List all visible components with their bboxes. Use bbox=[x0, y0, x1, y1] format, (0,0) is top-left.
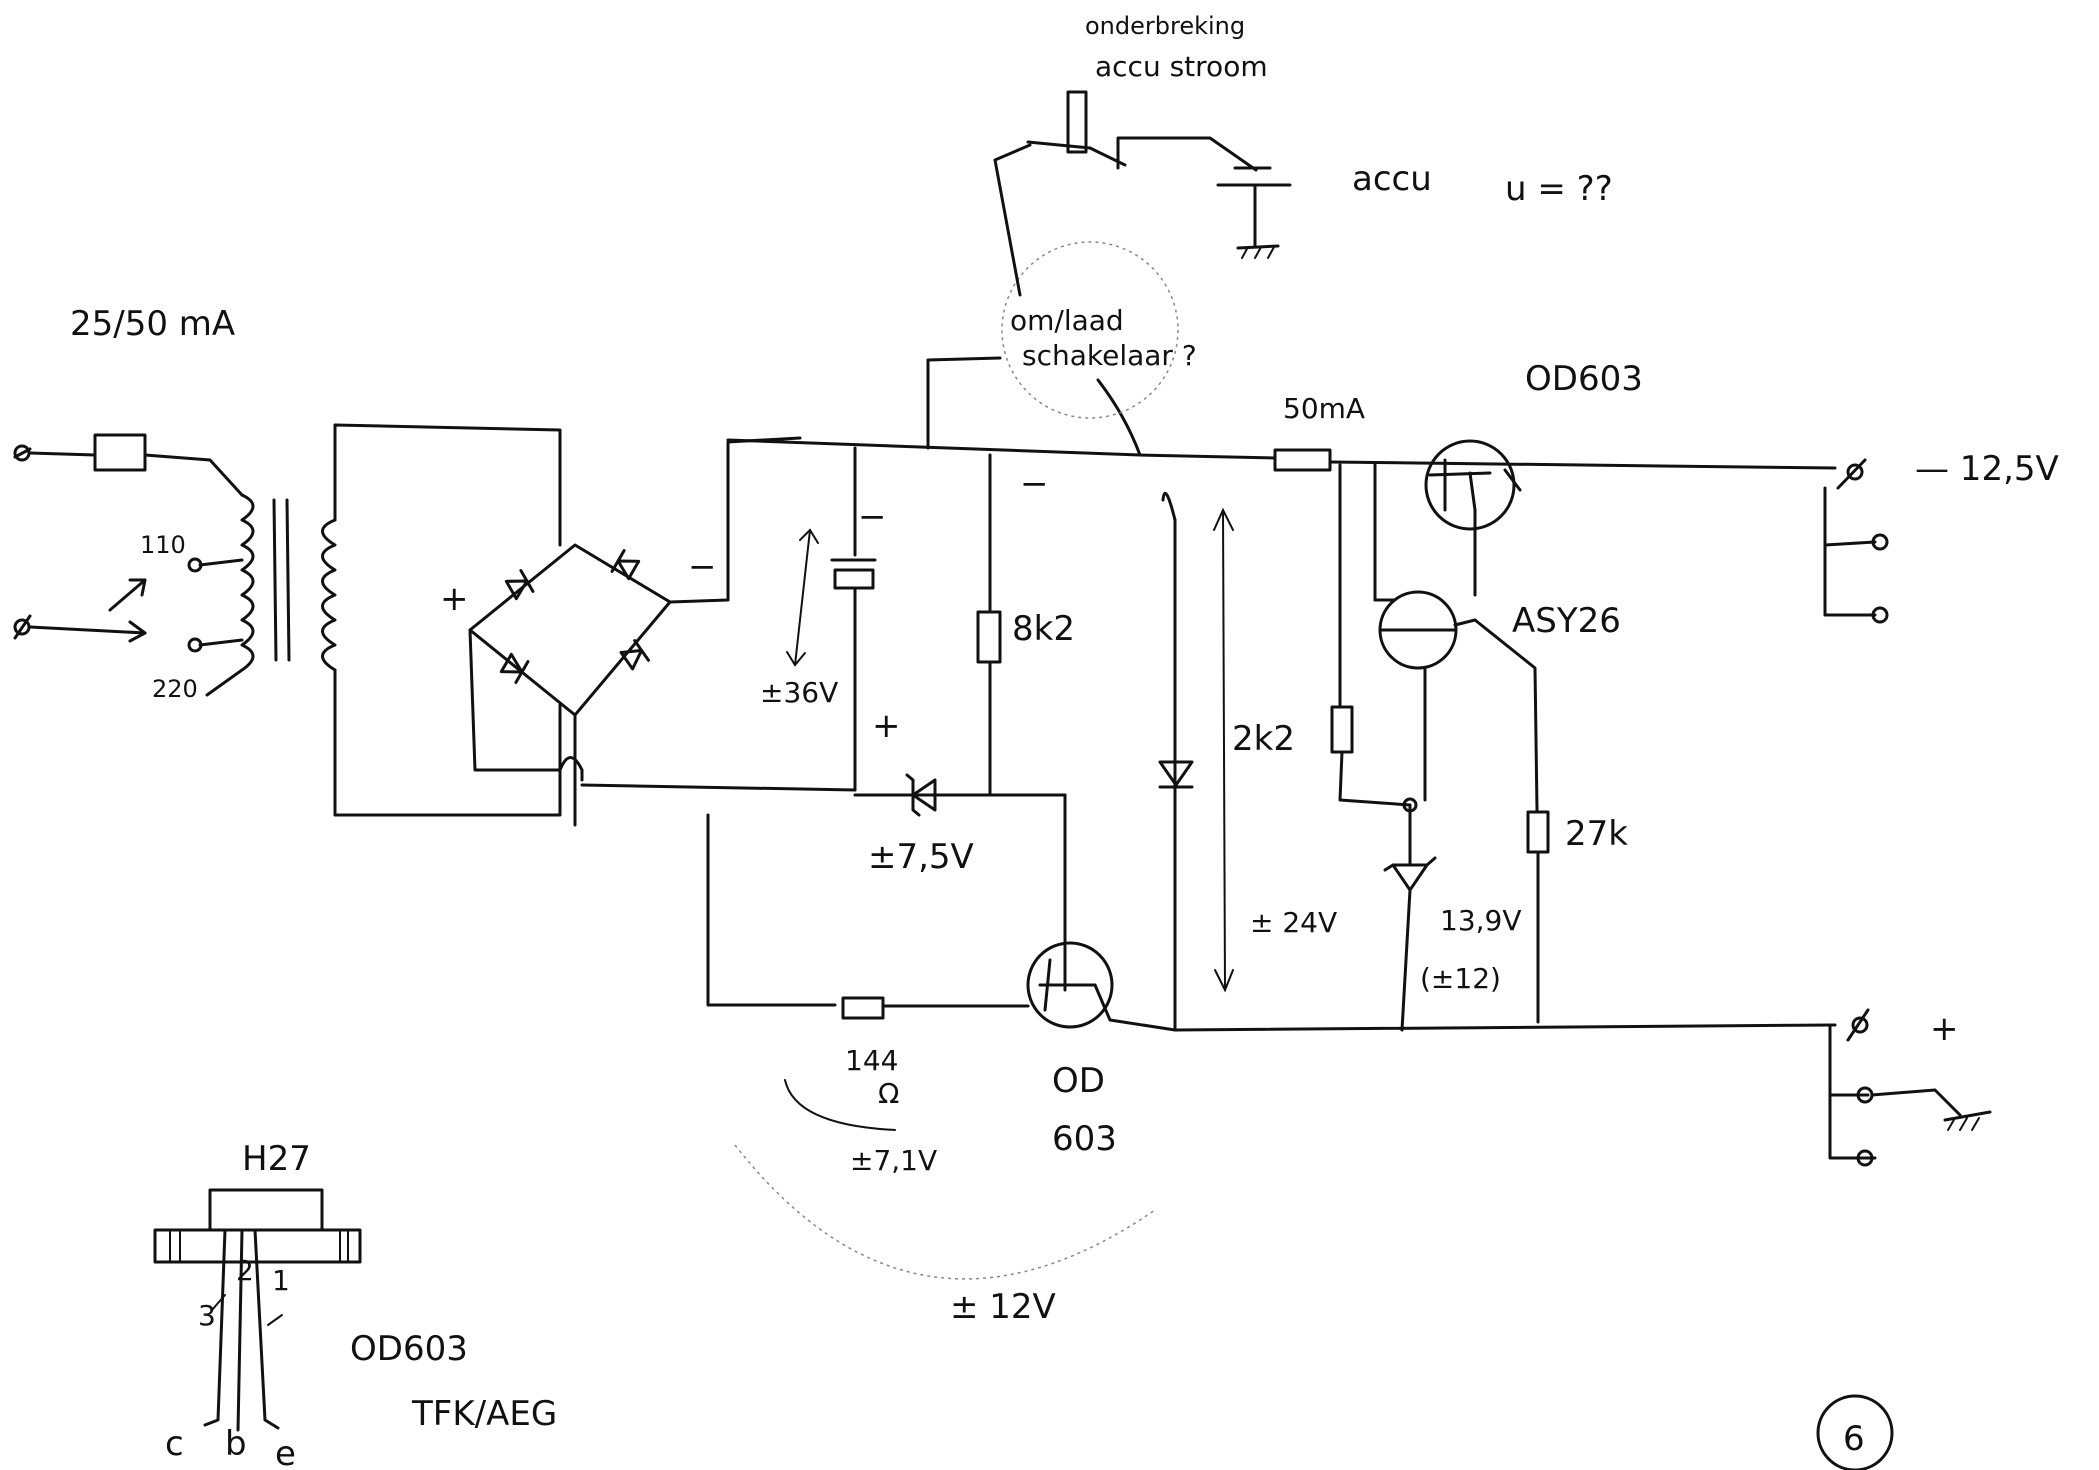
regulator bbox=[1330, 439, 1550, 1032]
label-voltage-36: ±36V bbox=[760, 676, 838, 709]
label-pin-1: 1 bbox=[272, 1264, 290, 1297]
diode-24v bbox=[1158, 760, 1194, 787]
resistor-8k2 bbox=[976, 610, 1002, 664]
label-voltage-7-5: ±7,5V bbox=[868, 837, 974, 877]
label-tap-110: 110 bbox=[140, 531, 186, 559]
resistor-27k bbox=[1526, 810, 1550, 854]
label-voltage-12: ± 12V bbox=[950, 1287, 1056, 1327]
label-bridge-plus: + bbox=[440, 579, 469, 619]
label-od-bottom-2: 603 bbox=[1052, 1119, 1117, 1159]
label-res-2k2: 2k2 bbox=[1232, 719, 1295, 759]
mains-fuse bbox=[93, 433, 147, 472]
driver-od603-bottom bbox=[706, 813, 1177, 1280]
transistor-od603-top bbox=[1424, 439, 1516, 531]
label-pin-c: c bbox=[165, 1424, 184, 1464]
terminal-neg-3[interactable] bbox=[1871, 606, 1889, 624]
label-res-144: 144 bbox=[845, 1044, 898, 1077]
zener-7-5v bbox=[905, 773, 937, 817]
annotation-labels: onderbreking accu stroom accu u = ?? om/… bbox=[70, 12, 2059, 1470]
label-voltage-7-1: ±7,1V bbox=[850, 1144, 937, 1177]
transistor-od603-bottom bbox=[1026, 941, 1114, 1029]
switch-highlight bbox=[1001, 241, 1179, 419]
bridge-rectifier bbox=[468, 436, 857, 827]
resistor-2k2 bbox=[1330, 705, 1354, 754]
label-tfk-aeg: TFK/AEG bbox=[411, 1394, 557, 1434]
label-accu-stroom: accu stroom bbox=[1095, 50, 1268, 83]
label-output-12-5v: — 12,5V bbox=[1915, 449, 2059, 489]
label-accu-voltage: u = ?? bbox=[1505, 169, 1613, 209]
label-voltage-24: ± 24V bbox=[1250, 906, 1337, 939]
label-pin-e: e bbox=[275, 1434, 296, 1470]
transformer-secondary bbox=[321, 518, 337, 672]
page-number-circle bbox=[1816, 1394, 1894, 1470]
label-pin-3: 3 bbox=[198, 1299, 216, 1332]
label-fuse-50ma: 50mA bbox=[1283, 392, 1365, 425]
terminal-pos-3[interactable] bbox=[1856, 1149, 1874, 1167]
resistor-144-ohm bbox=[841, 996, 885, 1020]
transformer-primary bbox=[205, 493, 255, 697]
label-cap-plus: + bbox=[872, 706, 901, 746]
terminal-neg-1[interactable] bbox=[1846, 463, 1864, 481]
label-page-number: 6 bbox=[1843, 1419, 1865, 1459]
label-od603-top: OD603 bbox=[1525, 359, 1643, 399]
label-res-27k: 27k bbox=[1565, 814, 1628, 854]
label-bridge-minus: − bbox=[688, 547, 717, 587]
filter-stage bbox=[786, 446, 1067, 947]
negative-rail bbox=[726, 90, 1837, 472]
label-onderbreking: onderbreking bbox=[1085, 12, 1245, 40]
label-pin-2: 2 bbox=[236, 1254, 254, 1287]
label-res-8k2: 8k2 bbox=[1012, 609, 1075, 649]
label-tap-220: 220 bbox=[152, 675, 198, 703]
label-zener-12: (±12) bbox=[1420, 962, 1501, 995]
label-cap-minus: − bbox=[858, 497, 887, 537]
accu-interrupt-switch[interactable] bbox=[1066, 90, 1088, 154]
mains-input bbox=[13, 423, 562, 817]
label-accu: accu bbox=[1352, 159, 1432, 199]
h27-body bbox=[208, 1188, 324, 1232]
label-current-25-50: 25/50 mA bbox=[70, 304, 235, 344]
label-zener-13-9: 13,9V bbox=[1440, 904, 1522, 937]
output-terminals bbox=[1823, 458, 1992, 1167]
label-terminal-plus: + bbox=[1930, 1009, 1959, 1049]
positive-rail bbox=[1158, 491, 1837, 1032]
h27-pinout bbox=[153, 1188, 362, 1432]
label-pin-b: b bbox=[225, 1424, 247, 1464]
label-h27: H27 bbox=[242, 1139, 311, 1179]
label-od-bottom-1: OD bbox=[1052, 1061, 1105, 1101]
label-od603-pinout: OD603 bbox=[350, 1329, 468, 1369]
zener-13-9v bbox=[1391, 863, 1429, 892]
label-omlaad: om/laad bbox=[1010, 304, 1124, 337]
label-asy26: ASY26 bbox=[1512, 601, 1621, 641]
fuse-50ma bbox=[1273, 448, 1332, 472]
label-ohm: Ω bbox=[878, 1077, 899, 1110]
terminal-pos-1[interactable] bbox=[1851, 1016, 1869, 1034]
label-schakelaar: schakelaar ? bbox=[1022, 339, 1197, 372]
filter-capacitor bbox=[833, 568, 875, 590]
terminal-neg-2[interactable] bbox=[1871, 533, 1889, 551]
label-res-minus: − bbox=[1020, 464, 1049, 504]
